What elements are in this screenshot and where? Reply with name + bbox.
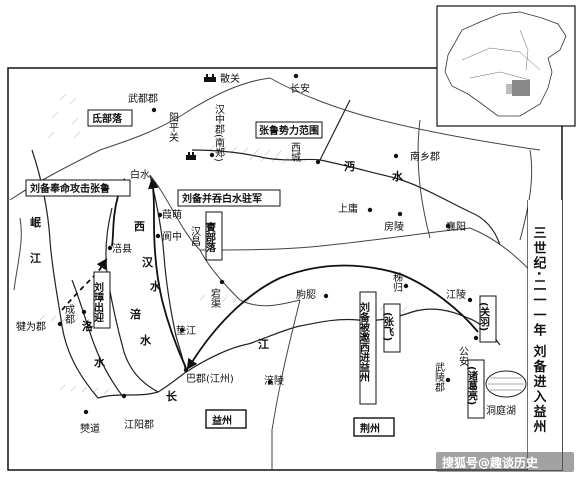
river-label: 水 xyxy=(140,333,152,347)
box-di: 氐部落 xyxy=(87,109,133,127)
label-xicheng: 西城 xyxy=(289,142,301,163)
label-chengdu: 成都 xyxy=(63,304,75,325)
label-jiangyang: 江阳郡 xyxy=(124,419,154,431)
route-ba-to-fuxian xyxy=(148,177,187,369)
label-sanguan: 散关 xyxy=(220,72,240,85)
terrain-hatching xyxy=(39,93,419,395)
river-label: 涪 xyxy=(130,307,141,321)
label-dongting: 洞庭湖 xyxy=(486,404,516,417)
label-jiameng: 葭萌 xyxy=(162,208,182,221)
label-xiangyang: 襄阳 xyxy=(446,220,466,233)
label-dangqu: 宕渠 xyxy=(209,287,221,309)
city-dots xyxy=(57,73,479,415)
watermark-text: 搜狐号@趣谈历史 xyxy=(442,455,539,470)
xihan-river xyxy=(149,174,187,373)
sidebar-title: 三世纪·二一一年 刘备进入益州 xyxy=(527,200,562,470)
watermark: 搜狐号@趣谈历史 xyxy=(436,452,574,472)
fortress-icon xyxy=(204,74,216,82)
inset-highlight xyxy=(512,80,530,96)
fortress-icon xyxy=(186,152,196,160)
label-shangyong: 上庸 xyxy=(338,202,358,215)
box-zhangfei: (张飞) xyxy=(382,303,401,353)
luo-river xyxy=(71,279,125,399)
label-fangling: 房陵 xyxy=(384,220,404,233)
box-zhuge: (诸葛亮) xyxy=(466,359,485,419)
svg-text:(关羽): (关羽) xyxy=(478,302,490,331)
river-label: 西 xyxy=(134,220,145,233)
yangtze-river xyxy=(97,308,501,399)
label-jianwei: 犍为郡 xyxy=(16,321,46,333)
label-langzhong: 阆中 xyxy=(162,230,182,243)
box-liuzhang: 刘璋出迎 xyxy=(92,271,111,329)
mian-river xyxy=(191,149,501,246)
river-labels: 沔 水 西 汉 水 岷 江 洛 水 涪 水 江 长 xyxy=(30,160,404,403)
inset-map xyxy=(436,5,576,127)
fortress-icons xyxy=(186,74,216,160)
label-bodao: 僰道 xyxy=(80,422,100,435)
river-label: 水 xyxy=(150,279,162,293)
river-label: 水 xyxy=(392,169,404,183)
route-liuzhang xyxy=(61,258,108,311)
svg-text:张鲁势力范围: 张鲁势力范围 xyxy=(259,124,319,137)
label-baishui: 白水 xyxy=(130,168,150,181)
fu-river xyxy=(105,207,159,393)
river-label: 水 xyxy=(94,355,106,369)
box-jingzhou: 荆州 xyxy=(353,417,395,437)
place-labels: 散关 长安 武都郡 阳平关 汉中郡(南郑) 南乡郡 西城 上庸 房陵 襄阳 白水… xyxy=(16,72,516,435)
svg-text:刘备被邀西进益州: 刘备被邀西进益州 xyxy=(358,301,371,383)
svg-text:刘璋出迎: 刘璋出迎 xyxy=(92,281,104,323)
box-invited: 刘备被邀西进益州 xyxy=(358,291,377,405)
river-label: 汉 xyxy=(142,255,154,269)
svg-text:刘备并吞白水驻军: 刘备并吞白水驻军 xyxy=(182,192,262,205)
river-label: 江 xyxy=(30,251,41,265)
dongting-lake xyxy=(485,370,527,398)
label-jiangling: 江陵 xyxy=(446,289,466,301)
label-hanchang: 汉昌 xyxy=(189,226,201,247)
label-nanxiang: 南乡郡 xyxy=(410,150,440,163)
svg-text:氐部落: 氐部落 xyxy=(92,112,123,125)
label-gongan: 公安 xyxy=(457,346,469,367)
river-label: 长 xyxy=(166,389,178,403)
label-fuxian: 涪县 xyxy=(112,242,132,255)
river-label: 洛 xyxy=(82,319,94,333)
label-zigui: 秭归 xyxy=(391,271,403,293)
label-fuling: 涪陵 xyxy=(264,374,284,387)
label-qushen: 朐䏰 xyxy=(296,288,316,301)
box-zhanglu: 张鲁势力范围 xyxy=(255,121,323,139)
map-title: 三世纪·二一一年 刘备进入益州 xyxy=(531,226,548,434)
river-label: 岷 xyxy=(30,215,41,229)
svg-text:(张飞): (张飞) xyxy=(382,312,394,341)
svg-text:賨部落: 賨部落 xyxy=(204,221,216,253)
label-wuling: 武陵郡 xyxy=(433,361,445,393)
box-attack: 刘备奉命攻击张鲁 xyxy=(25,179,131,197)
annotation-boxes: 氐部落 张鲁势力范围 刘备奉命攻击张鲁 刘备并吞白水驻军 賨部落 刘璋出迎 刘备… xyxy=(25,109,497,437)
box-guanyu: (关羽) xyxy=(478,295,497,343)
river-label: 江 xyxy=(258,337,269,351)
label-wudu: 武都郡 xyxy=(128,92,158,105)
rivers xyxy=(31,99,501,399)
label-hanzhong: 汉中郡(南郑) xyxy=(213,104,225,162)
river-label: 沔 xyxy=(344,160,355,173)
label-changan: 长安 xyxy=(290,82,310,95)
box-yizhou: 益州 xyxy=(205,409,247,429)
region-borders xyxy=(9,77,563,470)
label-yangping: 阳平关 xyxy=(167,112,179,143)
svg-text:荆州: 荆州 xyxy=(360,422,380,435)
svg-text:益州: 益州 xyxy=(212,414,232,427)
yuan-river xyxy=(319,99,351,161)
svg-text:(诸葛亮): (诸葛亮) xyxy=(466,366,479,405)
box-cong: 賨部落 xyxy=(204,211,223,261)
svg-text:刘备奉命攻击张鲁: 刘备奉命攻击张鲁 xyxy=(30,182,110,195)
box-baishui-army: 刘备并吞白水驻军 xyxy=(177,189,281,207)
label-dianjiang: 垫江 xyxy=(176,324,196,337)
label-baqu: 巴郡(江州) xyxy=(186,373,234,385)
route-jingzhou-to-ba xyxy=(186,264,479,370)
